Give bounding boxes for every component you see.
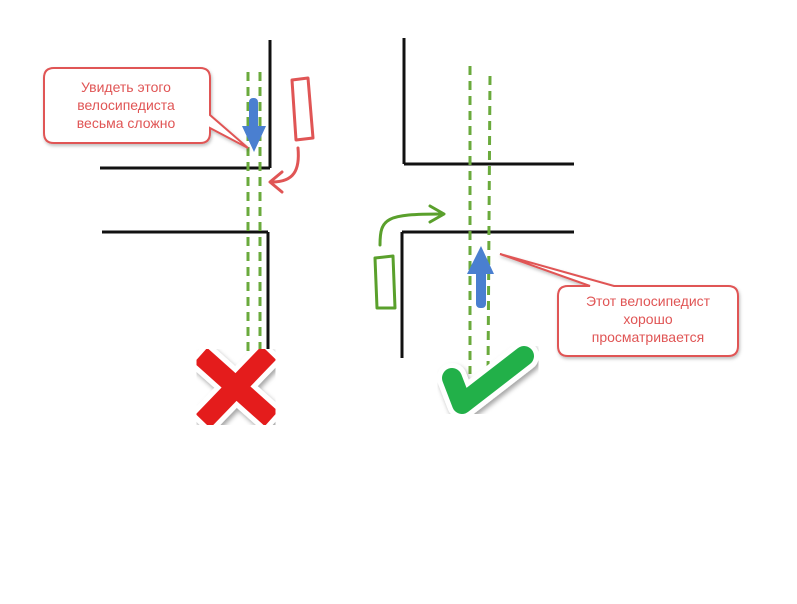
left-car-icon [290, 76, 315, 142]
right-callout: Этот велосипедист хорошо просматривается [499, 253, 739, 357]
check-mark-icon [437, 341, 539, 419]
right-car-turn-arrow-icon [378, 204, 446, 247]
right-callout-line-1: Этот велосипедист [586, 293, 711, 309]
left-intersection: Увидеть этого велосипедиста весьма сложн… [43, 40, 315, 436]
right-callout-line-2: хорошо [623, 311, 672, 327]
left-callout-line-2: велосипедиста [77, 97, 175, 113]
cross-mark-icon [186, 338, 286, 436]
left-callout-line-3: весьма сложно [77, 115, 176, 131]
right-cyclist-arrow-icon [467, 246, 494, 308]
left-bike-lane [246, 72, 262, 362]
right-intersection: Этот велосипедист хорошо просматривается [373, 38, 739, 419]
left-road-edges [100, 40, 272, 360]
left-callout: Увидеть этого велосипедиста весьма сложн… [43, 67, 249, 149]
right-bike-lane [468, 66, 492, 375]
right-car-icon [373, 254, 397, 310]
left-car-turn-arrow-icon [268, 146, 300, 194]
right-callout-line-3: просматривается [592, 329, 705, 345]
left-callout-line-1: Увидеть этого [81, 79, 171, 95]
left-cyclist-arrow-icon [242, 98, 266, 152]
